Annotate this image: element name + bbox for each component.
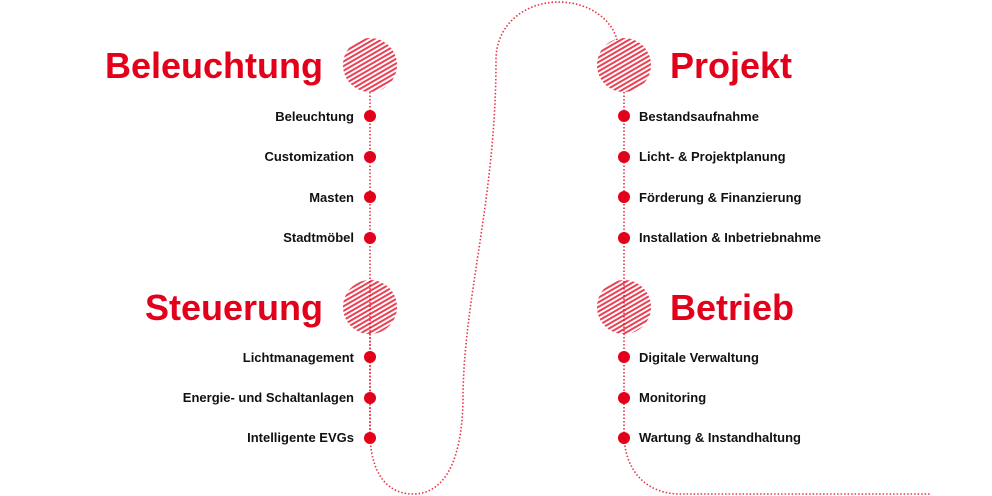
list-item: Wartung & Instandhaltung (639, 430, 801, 445)
connector-path (623, 92, 930, 495)
list-item: Förderung & Finanzierung (639, 190, 802, 205)
bullet-dot (364, 110, 376, 122)
section-circle (597, 38, 651, 92)
list-item: Monitoring (639, 390, 707, 405)
list-item: Intelligente EVGs (247, 430, 354, 445)
bullet-dot (618, 151, 630, 163)
bullet-dot (364, 351, 376, 363)
bullet-dot (364, 191, 376, 203)
list-item: Digitale Verwaltung (639, 350, 759, 365)
section-circle (343, 280, 397, 334)
bullet-dot (364, 432, 376, 444)
list-item: Stadtmöbel (283, 230, 354, 245)
bullet-dot (364, 151, 376, 163)
bullet-dot (618, 351, 630, 363)
bullet-dot (364, 232, 376, 244)
section-circle (597, 280, 651, 334)
list-item: Lichtmanagement (242, 350, 354, 365)
section-title-steuerung: Steuerung (144, 287, 323, 328)
list-item: Energie- und Schaltanlagen (182, 390, 354, 405)
list-item: Beleuchtung (275, 109, 354, 124)
list-item: Installation & Inbetriebnahme (639, 230, 822, 245)
list-item: Customization (264, 149, 354, 164)
list-item: Licht- & Projektplanung (639, 149, 786, 164)
list-item: Masten (309, 190, 354, 205)
section-circle (343, 38, 397, 92)
connector-path (369, 1, 618, 495)
section-title-projekt: Projekt (670, 45, 793, 86)
section-title-betrieb: Betrieb (670, 287, 795, 328)
bullet-dot (364, 392, 376, 404)
bullet-dot (618, 232, 630, 244)
section-title-beleuchtung: Beleuchtung (104, 45, 323, 86)
bullet-dot (618, 432, 630, 444)
list-item: Bestandsaufnahme (639, 109, 759, 124)
bullet-dot (618, 110, 630, 122)
bullet-dot (618, 392, 630, 404)
bullet-dot (618, 191, 630, 203)
